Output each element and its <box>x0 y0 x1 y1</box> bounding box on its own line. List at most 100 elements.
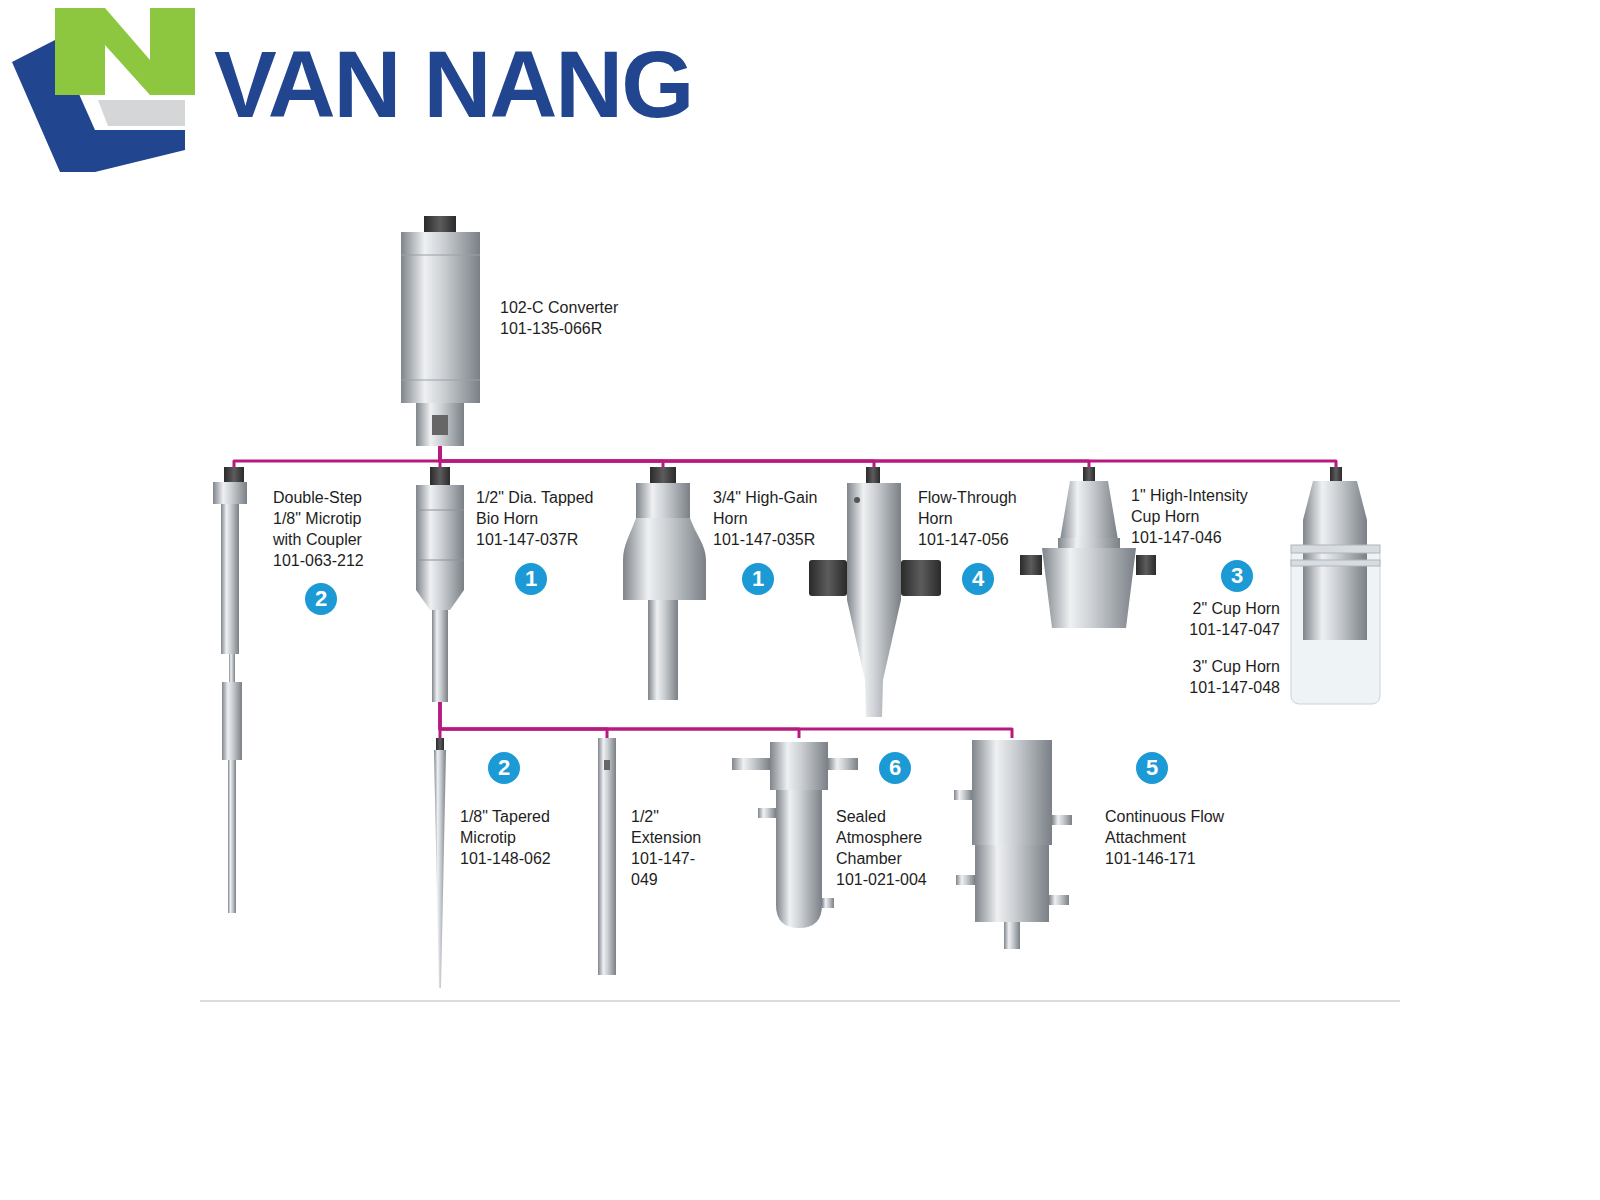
converter-figure <box>401 216 480 446</box>
part-number: 101-147-048 <box>1180 677 1280 698</box>
callout-number: 1 <box>525 566 537 591</box>
groove <box>416 510 464 511</box>
connector-line <box>440 702 1012 738</box>
shaft <box>648 600 678 700</box>
part-label: 3/4" High-Gain Horn101-147-035R <box>713 487 825 550</box>
part-label: 1/8" Tapered Microtip101-148-062 <box>460 806 560 869</box>
part-label: 1/2" Extension101-147-049 <box>631 806 721 890</box>
microtip <box>434 750 446 988</box>
stud <box>436 738 444 750</box>
horn-body <box>847 483 901 600</box>
part-number: 101-147-037R <box>476 529 608 550</box>
taper <box>416 590 464 610</box>
logo-icon <box>12 8 195 172</box>
slot <box>432 415 448 435</box>
part-name: 2" Cup Horn <box>1180 598 1280 619</box>
cone <box>1303 481 1367 520</box>
connector-line <box>440 446 1089 467</box>
callout-circle: 2 <box>488 752 520 784</box>
part-number: 101-146-171 <box>1105 848 1230 869</box>
fitting <box>809 560 847 596</box>
callout-circle: 6 <box>879 752 911 784</box>
part-number: 101-147-049 <box>631 848 721 890</box>
collar <box>1058 538 1120 548</box>
part-node: Continuous Flow Attachment101-146-171 <box>950 738 1235 949</box>
cone <box>1060 481 1118 540</box>
fitting <box>1020 555 1042 575</box>
part-node: Flow-Through Horn101-147-056 <box>805 467 1032 717</box>
callout-circle: 4 <box>962 563 994 595</box>
shaft <box>221 504 239 654</box>
part-name: Flow-Through Horn <box>918 487 1028 529</box>
stud <box>1330 467 1342 481</box>
part-name: 1/2" Dia. Tapped Bio Horn <box>476 487 608 529</box>
stud <box>1083 467 1095 481</box>
callout-number: 3 <box>1231 563 1243 588</box>
port <box>822 898 834 908</box>
callout-circle: 1 <box>515 563 547 595</box>
step <box>222 682 242 760</box>
extension-rod <box>598 738 616 975</box>
ring <box>1291 560 1380 566</box>
groove <box>401 380 480 381</box>
part-node: 3/4" High-Gain Horn101-147-035R <box>615 467 830 700</box>
cup <box>1042 548 1136 628</box>
part-number: 101-147-046 <box>1131 527 1263 548</box>
brand-name: VAN NANG <box>214 38 692 132</box>
port <box>828 758 858 770</box>
part-label: Sealed Atmosphere Chamber101-021-004 <box>836 806 931 890</box>
part-label: Double-Step 1/8" Microtip with Coupler10… <box>273 487 383 571</box>
connector-line <box>440 702 607 738</box>
fitting <box>1136 555 1156 575</box>
part-node: 1/2" Extension101-147-049 <box>590 738 730 975</box>
converter-body <box>401 232 480 403</box>
part-name: 1/8" Tapered Microtip <box>460 806 560 848</box>
shaft <box>432 610 448 702</box>
part-number: 101-063-212 <box>273 550 383 571</box>
taper <box>847 600 901 717</box>
part-number: 101-147-047 <box>1180 619 1280 640</box>
part-name: Continuous Flow Attachment <box>1105 806 1230 848</box>
part-number: 101-147-035R <box>713 529 825 550</box>
callout-circle: 1 <box>742 563 774 595</box>
callout-number: 1 <box>752 566 764 591</box>
rule-line <box>200 1000 1400 1002</box>
part-name: 1" High-Intensity Cup Horn <box>1131 485 1263 527</box>
extension-figure <box>598 738 616 975</box>
chamber-cap <box>770 742 828 790</box>
stud <box>430 467 450 485</box>
callout-circle: 2 <box>305 583 337 615</box>
callout-number: 4 <box>972 566 984 591</box>
continuous-flow-figure <box>954 740 1072 949</box>
callout-circle: 5 <box>1136 752 1168 784</box>
bio-horn-figure <box>416 467 464 702</box>
part-label: Continuous Flow Attachment101-146-171 <box>1105 806 1230 869</box>
port <box>758 808 776 818</box>
connector-line <box>440 446 1336 467</box>
horn-body <box>416 485 464 590</box>
thread <box>424 216 456 232</box>
callout-number: 2 <box>498 755 510 780</box>
callout-circle: 3 <box>1221 560 1253 592</box>
part-node: 2" Cup Horn101-147-0473" Cup Horn101-147… <box>1175 467 1385 704</box>
nozzle <box>1004 922 1020 949</box>
part-name: 3/4" High-Gain Horn <box>713 487 825 529</box>
part-name: 1/2" Extension <box>631 806 721 848</box>
double-step-figure <box>213 467 247 913</box>
cup-horn-2-3-figure <box>1291 467 1380 704</box>
part-number: 101-147-056 <box>918 529 1028 550</box>
hole <box>854 497 860 503</box>
part-number: 101-021-004 <box>836 869 931 890</box>
part-name: Sealed Atmosphere Chamber <box>836 806 931 869</box>
port <box>1049 895 1069 905</box>
horn-top <box>636 483 690 518</box>
connector-line <box>440 702 799 738</box>
logo-gray <box>98 100 185 126</box>
stud <box>229 654 235 682</box>
port <box>956 875 975 885</box>
fitting <box>901 560 941 596</box>
groove <box>401 255 480 256</box>
logo-green <box>55 8 195 95</box>
